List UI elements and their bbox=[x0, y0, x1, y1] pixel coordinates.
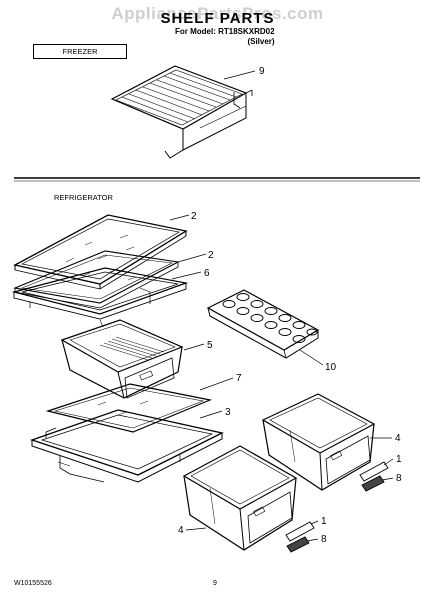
callout-2-middle: 2 bbox=[208, 250, 214, 261]
freezer-wire-shelf bbox=[110, 65, 253, 159]
leader-10 bbox=[299, 349, 324, 366]
watermark: AppliancePartsPros.com bbox=[111, 4, 324, 23]
crisper-drawer-lower bbox=[182, 445, 298, 551]
leader-7 bbox=[199, 377, 234, 391]
freezer-section-label: FREEZER bbox=[33, 44, 127, 59]
drawer-slide-lower bbox=[285, 520, 319, 553]
model-color: (Silver) bbox=[247, 37, 275, 46]
page-title: SHELF PARTS bbox=[160, 10, 275, 27]
callout-4-right: 4 bbox=[395, 433, 401, 444]
crisper-cover-glass bbox=[45, 383, 213, 433]
callout-3: 3 bbox=[225, 407, 231, 418]
callout-4-lower: 4 bbox=[178, 525, 184, 536]
callout-1-lower: 1 bbox=[321, 516, 327, 527]
page-number: 9 bbox=[213, 580, 217, 587]
callout-7: 7 bbox=[236, 373, 242, 384]
callout-2-upper: 2 bbox=[191, 211, 197, 222]
leader-9 bbox=[223, 70, 256, 80]
egg-tray bbox=[206, 289, 320, 359]
refrigerator-section-label: REFRIGERATOR bbox=[54, 193, 113, 202]
crisper-drawer-right bbox=[261, 393, 376, 491]
model-info: For Model: RT18SKXRD02 (Silver) bbox=[175, 27, 275, 47]
drawer-slide-upper bbox=[359, 458, 394, 492]
crisper-cover-frame bbox=[29, 409, 224, 483]
leader-4b bbox=[185, 527, 207, 531]
document-number: W10155526 bbox=[14, 580, 52, 587]
callout-9: 9 bbox=[259, 66, 265, 77]
leader-6 bbox=[171, 271, 202, 280]
model-line: For Model: RT18SKXRD02 bbox=[175, 27, 275, 36]
callout-8-upper: 8 bbox=[396, 473, 402, 484]
glass-shelf-middle bbox=[13, 250, 180, 309]
callout-5: 5 bbox=[207, 340, 213, 351]
leader-3 bbox=[199, 410, 223, 419]
callout-10: 10 bbox=[325, 362, 337, 373]
shelf-frame bbox=[11, 267, 189, 320]
callout-1-upper: 1 bbox=[396, 454, 402, 465]
leader-2b bbox=[177, 253, 207, 263]
callout-8-lower: 8 bbox=[321, 534, 327, 545]
leader-2a bbox=[169, 214, 190, 221]
crisper-drawer-upper bbox=[60, 319, 184, 399]
leader-5 bbox=[183, 343, 205, 351]
callout-6: 6 bbox=[204, 268, 210, 279]
